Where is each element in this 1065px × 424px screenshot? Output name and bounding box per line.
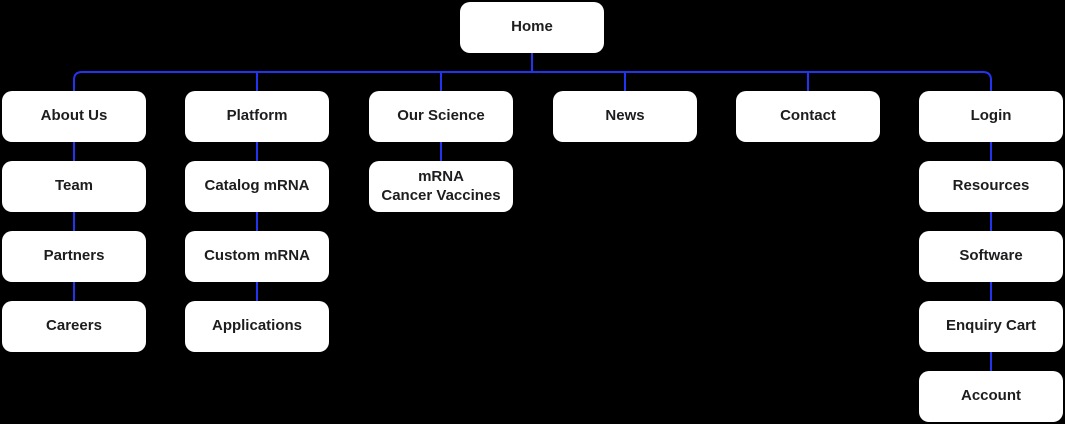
node-our-science[interactable]: Our Science xyxy=(369,91,513,142)
node-applications[interactable]: Applications xyxy=(185,301,329,352)
node-account[interactable]: Account xyxy=(919,371,1063,422)
node-custom-mrna[interactable]: Custom mRNA xyxy=(185,231,329,282)
node-software[interactable]: Software xyxy=(919,231,1063,282)
node-enquiry-cart[interactable]: Enquiry Cart xyxy=(919,301,1063,352)
node-catalog-mrna[interactable]: Catalog mRNA xyxy=(185,161,329,212)
node-careers[interactable]: Careers xyxy=(2,301,146,352)
node-team[interactable]: Team xyxy=(2,161,146,212)
node-about-us[interactable]: About Us xyxy=(2,91,146,142)
node-home[interactable]: Home xyxy=(460,2,604,53)
node-news[interactable]: News xyxy=(553,91,697,142)
node-mrna-cancer-vaccines[interactable]: mRNA Cancer Vaccines xyxy=(369,161,513,212)
node-resources[interactable]: Resources xyxy=(919,161,1063,212)
node-partners[interactable]: Partners xyxy=(2,231,146,282)
node-contact[interactable]: Contact xyxy=(736,91,880,142)
node-login[interactable]: Login xyxy=(919,91,1063,142)
node-platform[interactable]: Platform xyxy=(185,91,329,142)
